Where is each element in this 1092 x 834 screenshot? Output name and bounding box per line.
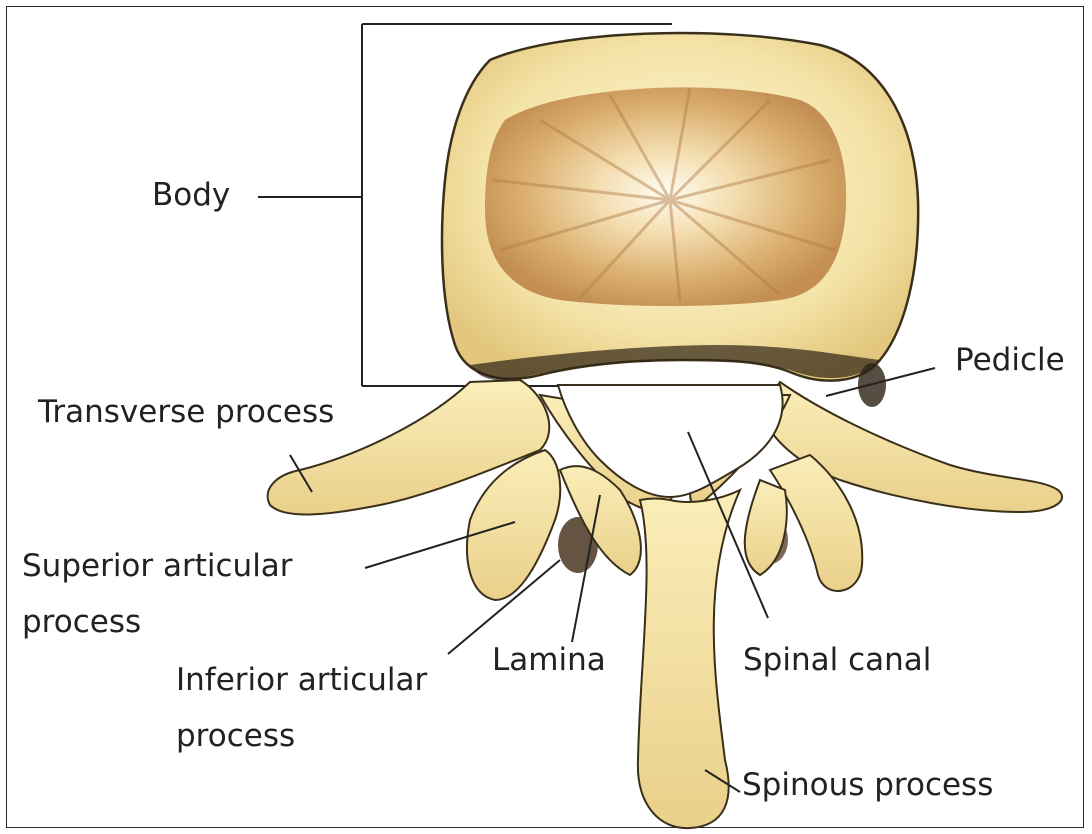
inferior-articular-process-right (745, 480, 787, 575)
label-spinous-process: Spinous process (742, 765, 993, 805)
label-transverse-process: Transverse process (38, 392, 334, 432)
label-superior-articular-2: process (22, 602, 141, 642)
label-lamina: Lamina (492, 640, 606, 680)
label-inferior-articular-2: process (176, 716, 295, 756)
label-pedicle: Pedicle (955, 340, 1065, 380)
label-inferior-articular-1: Inferior articular (176, 660, 427, 700)
spinous-process (638, 490, 740, 828)
label-body: Body (152, 175, 230, 215)
label-superior-articular-1: Superior articular (22, 546, 293, 586)
label-spinal-canal: Spinal canal (743, 640, 931, 680)
